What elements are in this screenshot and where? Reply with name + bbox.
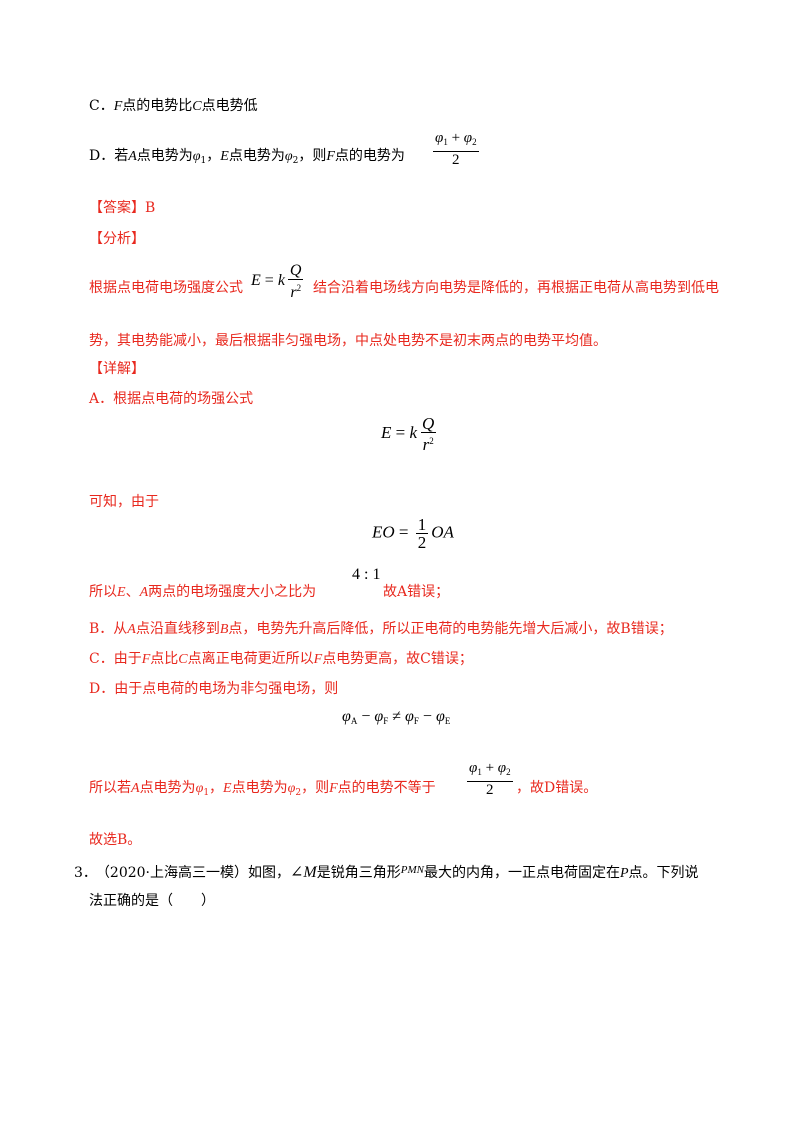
question-3-line-1: 3．（2020·上海高三一模）如图，∠M是锐角三角形PMN最大的内角，一正点电荷… <box>74 864 699 881</box>
option-c: C．F点的电势比C点电势低 <box>89 98 258 114</box>
detail-ratio: 4 : 1 <box>352 566 381 583</box>
detail-c-line: C．由于F点比C点离正电荷更近所以F点电势更高，故C错误； <box>89 651 473 667</box>
detail-phi-inequality: φA − φF ≠ φF − φE <box>342 708 451 726</box>
analysis-paragraph-1-end: 结合沿着电场线方向电势是降低的，再根据正电荷从高电势到低电 <box>313 280 719 296</box>
detail-final-end: ，故D错误。 <box>516 780 598 796</box>
detail-suoyi-line: 所以E、A两点的电场强度大小之比为 <box>89 584 317 600</box>
detail-keyi: 可知，由于 <box>89 494 159 510</box>
option-d: D．若A点电势为φ1，E点电势为φ2，则F点的电势为 <box>89 148 405 166</box>
answer-line: 【答案】B <box>89 200 156 216</box>
analysis-paragraph-1: 根据点电荷电场强度公式 <box>89 280 243 296</box>
detail-d-line: D．由于点电荷的电场为非匀强电场，则 <box>89 681 339 697</box>
detail-conclusion: 故选B。 <box>89 832 142 848</box>
analysis-label: 【分析】 <box>89 231 145 247</box>
detail-b-line: B．从A点沿直线移到B点，电势先升高后降低，所以正电荷的电势能先增大后减小，故B… <box>89 621 673 637</box>
detail-final-line: 所以若A点电势为φ1，E点电势为φ2，则F点的电势不等于 <box>89 780 436 798</box>
detail-a-line: A．根据点电荷的场强公式 <box>89 391 254 407</box>
detail-suoyi-end: 故A错误； <box>383 584 450 600</box>
detail-label: 【详解】 <box>89 361 145 377</box>
question-3-line-2: 法正确的是（ ） <box>89 893 215 909</box>
analysis-paragraph-2: 势，其电势能减小，最后根据非匀强电场，中点处电势不是初末两点的电势平均值。 <box>89 333 607 349</box>
